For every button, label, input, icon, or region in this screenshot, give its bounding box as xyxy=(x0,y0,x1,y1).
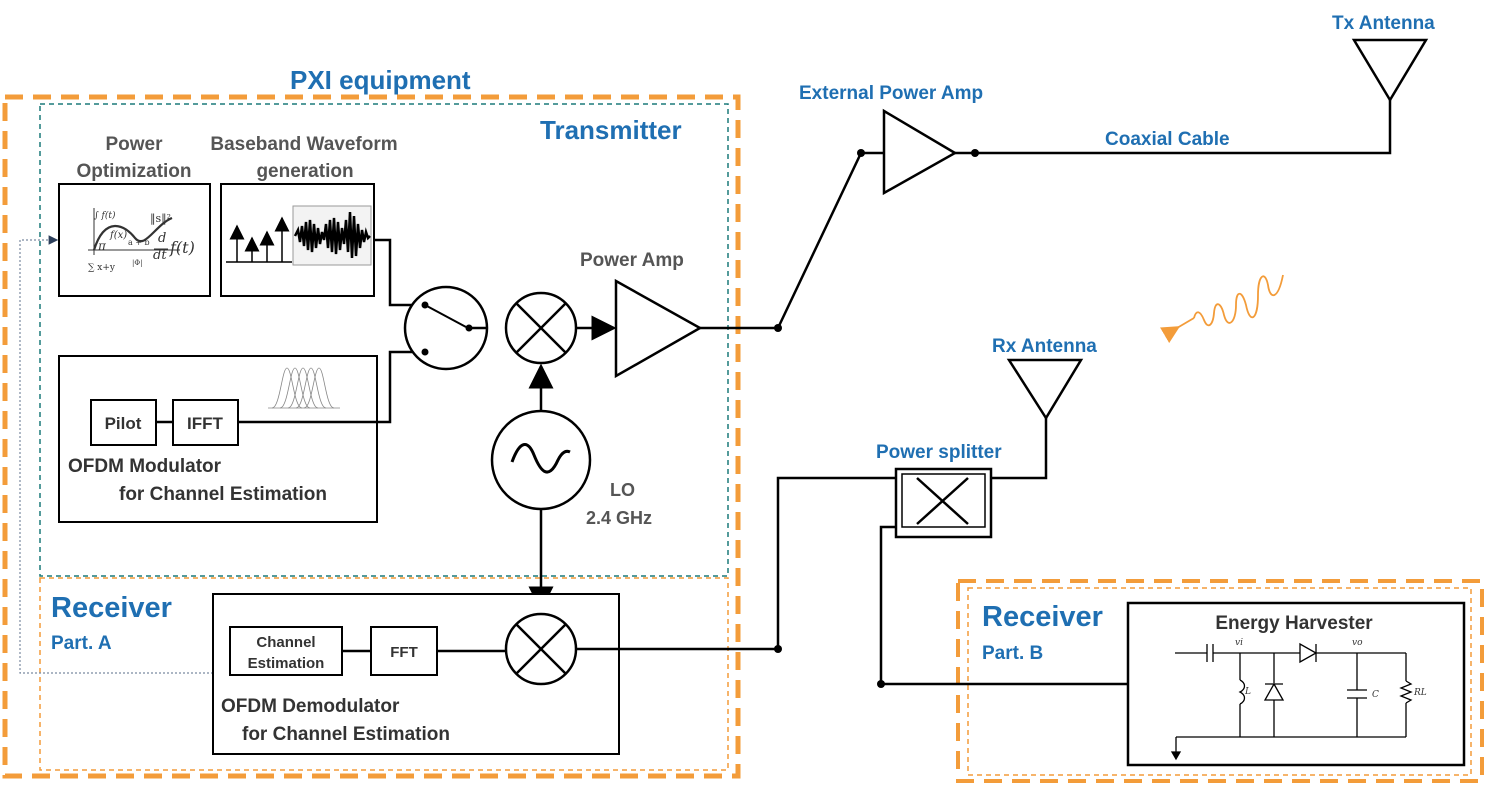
baseband-label-line2: generation xyxy=(256,161,353,182)
formula-pi: π xyxy=(97,239,107,253)
ofdm-modulator-label-line2: for Channel Estimation xyxy=(119,484,327,505)
ofdm-modulator-label-line1: OFDM Modulator xyxy=(68,456,222,477)
formula-dt: dt xyxy=(153,248,167,263)
rx-antenna-label: Rx Antenna xyxy=(992,336,1097,357)
power-optimization-label-line1: Power xyxy=(105,134,163,155)
rx-antenna-icon xyxy=(1006,358,1084,421)
rx-antenna-to-splitter-wire xyxy=(990,418,1048,480)
formula-d: d xyxy=(158,231,166,246)
formula-sum: ∑ x+y xyxy=(88,263,116,273)
vi-label: vi xyxy=(1235,638,1243,648)
sine-wave-icon xyxy=(510,443,571,474)
power-optimization-box xyxy=(58,183,211,297)
formula-phi: |Φ| xyxy=(132,259,142,267)
energy-harvester-box xyxy=(1126,601,1466,767)
formula-ft: f(t) xyxy=(169,238,195,257)
lo-label-line1: LO xyxy=(610,480,635,500)
baseband-spectrum-graphic xyxy=(226,216,292,263)
lo-label-line2: 2.4 GHz xyxy=(586,508,652,528)
coaxial-cable-label: Coaxial Cable xyxy=(1105,129,1230,150)
formula-fx: f(x) xyxy=(109,230,127,241)
splitter-to-harvester-wire xyxy=(879,525,1128,686)
harvester-circuit-labels: vi vo L C RL xyxy=(1235,638,1427,700)
pxi-equipment-border xyxy=(2,94,741,779)
tx-mixer-icon xyxy=(504,291,578,365)
switch-terminal-bottom xyxy=(421,348,429,356)
external-pa-input-node xyxy=(857,149,865,157)
power-optimization-label-line2: Optimization xyxy=(76,161,191,182)
harvester-circuit xyxy=(1170,642,1413,761)
ifft-label: IFFT xyxy=(187,414,223,433)
part-b-label: Part. B xyxy=(982,643,1043,664)
splitter-icon xyxy=(916,477,969,525)
transmitter-border xyxy=(39,103,729,577)
baseband-label-line1: Baseband Waveform xyxy=(210,134,397,155)
ofdm-waveform-trace xyxy=(293,211,371,259)
tx-antenna-icon xyxy=(1351,38,1429,103)
receiver-b-border xyxy=(956,579,1484,783)
ofdm-demodulator-label-line1: OFDM Demodulator xyxy=(221,696,400,717)
vo-label: vo xyxy=(1352,638,1363,648)
pilot-label: Pilot xyxy=(105,414,142,433)
feedback-path xyxy=(19,235,213,674)
ofdm-demodulator-label-line2: for Channel Estimation xyxy=(242,724,450,745)
energy-harvester-label: Energy Harvester xyxy=(1215,613,1373,634)
harvester-input-node xyxy=(877,680,885,688)
diode-icon xyxy=(1299,642,1318,664)
baseband-to-switch-wire xyxy=(374,238,425,307)
splitter-to-rx-mixer-wire xyxy=(576,476,897,651)
channel-estimation-label-line1: Channel xyxy=(256,634,315,651)
power-amp-label: Power Amp xyxy=(580,250,684,271)
receiver-b-label: Receiver xyxy=(982,601,1103,633)
lo-oscillator xyxy=(490,409,592,511)
rf-wave-icon xyxy=(1160,274,1284,344)
transmitter-label: Transmitter xyxy=(540,115,682,145)
ofdm-subcarriers-graphic xyxy=(268,367,340,409)
external-power-amp-label: External Power Amp xyxy=(799,83,983,104)
external-power-amp-icon xyxy=(882,108,958,196)
power-splitter-label: Power splitter xyxy=(876,442,1002,463)
receiver-a-border xyxy=(39,577,729,771)
formula-integral: ∫ f(t) xyxy=(94,210,116,221)
part-a-label: Part. A xyxy=(51,633,112,654)
inductor-label: L xyxy=(1244,687,1251,697)
formula-a-plus-b: a + b xyxy=(128,238,150,247)
pilot-block xyxy=(90,399,157,446)
pxi-equipment-label: PXI equipment xyxy=(290,65,471,95)
channel-estimation-block xyxy=(229,626,343,676)
rx-path-node xyxy=(774,645,782,653)
channel-estimation-label-line2: Estimation xyxy=(248,655,325,672)
fft-label: FFT xyxy=(390,644,418,661)
rx-mixer-icon xyxy=(504,612,578,686)
ifft-to-switch-wire xyxy=(238,350,425,424)
receiver-a-label: Receiver xyxy=(51,592,172,624)
tx-antenna-label: Tx Antenna xyxy=(1332,13,1435,34)
coaxial-cable-wire xyxy=(955,100,1392,155)
switch-blade xyxy=(424,304,467,328)
pa-to-external-pa-wire xyxy=(776,151,884,329)
capacitor-label: C xyxy=(1372,690,1379,700)
power-amp-icon xyxy=(614,278,703,379)
receiver-b-inner-border xyxy=(967,587,1472,776)
ifft-block xyxy=(172,399,239,446)
load-resistor-label: RL xyxy=(1413,688,1427,698)
power-splitter-inner xyxy=(901,473,986,528)
formula-graphic: ∫ f(t) f(x) ‖s‖² π a + b d dt f(t) |Φ| ∑… xyxy=(88,208,195,273)
